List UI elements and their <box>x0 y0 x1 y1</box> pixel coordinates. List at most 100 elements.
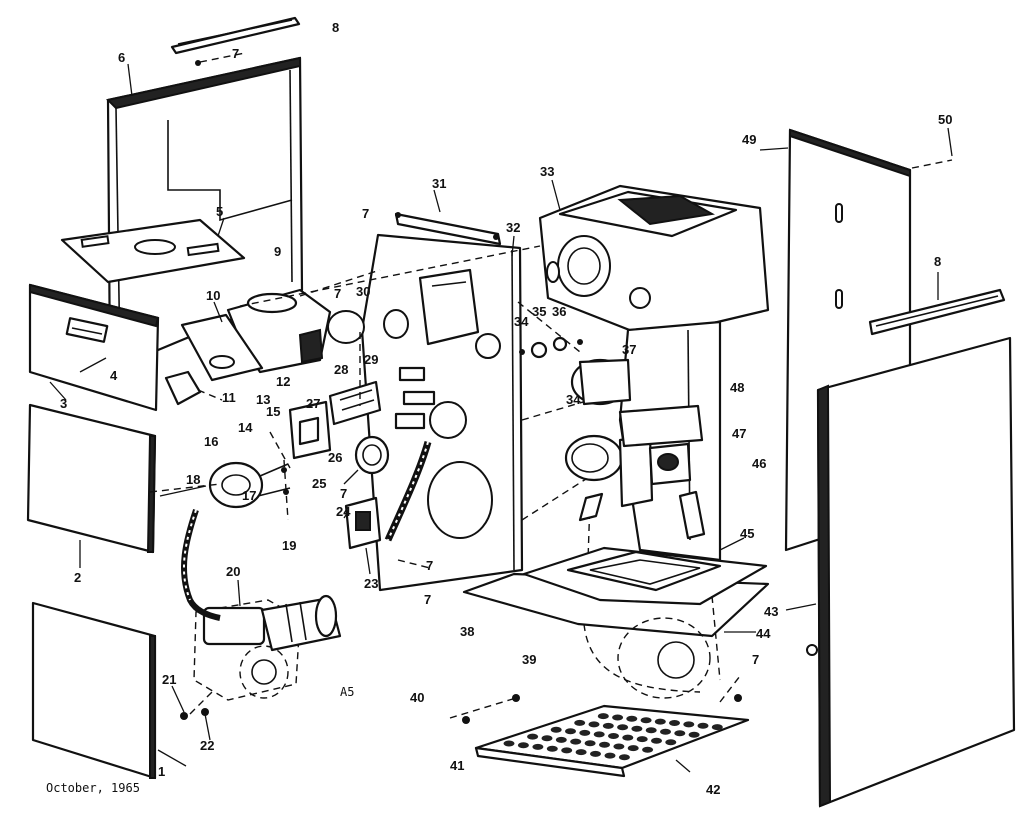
grate-hole <box>622 734 634 741</box>
callout-19: 19 <box>282 538 296 553</box>
callout-49: 49 <box>742 132 756 147</box>
callout-9: 9 <box>274 244 281 259</box>
callout-40: 40 <box>410 690 424 705</box>
fan-switch-block <box>164 370 223 406</box>
grate-hole <box>660 728 671 735</box>
grate-hole <box>642 746 654 753</box>
mounting-plate <box>60 218 246 284</box>
callout-7-a: 7 <box>362 206 369 221</box>
callout-7-b: 7 <box>334 286 341 301</box>
callout-46: 46 <box>752 456 766 471</box>
electrical-outlet-box <box>344 496 382 550</box>
burner-swivel-brackets <box>578 490 706 540</box>
grate-hole <box>550 726 562 733</box>
callout-45: 45 <box>740 526 754 541</box>
grate-hole <box>604 752 616 759</box>
callout-1: 1 <box>158 764 165 779</box>
callout-6: 6 <box>118 50 125 65</box>
callout-13: 13 <box>256 392 270 407</box>
grate-hole <box>631 725 643 732</box>
callout-22: 22 <box>200 738 214 753</box>
callout-7-f: 7 <box>752 652 759 667</box>
grate-hole <box>517 742 529 749</box>
callout-11: 11 <box>222 390 236 405</box>
grate-hole <box>541 735 553 742</box>
rear-rail <box>868 288 1006 336</box>
callout-7-c: 7 <box>340 486 347 501</box>
grate-hole <box>645 727 657 734</box>
grate-hole <box>561 747 573 754</box>
flexible-conduit <box>384 441 432 542</box>
callout-3: 3 <box>60 396 67 411</box>
callout-50: 50 <box>938 112 952 127</box>
grate-hole <box>636 736 648 743</box>
grate-hole <box>617 724 629 731</box>
callout-10: 10 <box>206 288 220 303</box>
heat-exchanger-drum <box>538 184 770 340</box>
callout-20: 20 <box>226 564 240 579</box>
callout-38: 38 <box>460 624 474 639</box>
grate-hole <box>570 738 582 745</box>
flue-collar-base <box>522 546 768 606</box>
callout-24: 24 <box>336 504 351 519</box>
callout-leader-lines <box>49 63 953 773</box>
assembly-guide-lines <box>149 245 691 569</box>
callout-30: 30 <box>356 284 370 299</box>
callout-39: 39 <box>522 652 536 667</box>
grate-hole <box>565 728 576 735</box>
grate-hole <box>532 743 544 750</box>
grate-hole <box>640 717 652 724</box>
front-middle-panel <box>26 403 157 554</box>
panel-top-rail <box>394 212 502 246</box>
grate-hole <box>602 722 614 729</box>
callout-34-upper: 34 <box>514 314 529 329</box>
grate-hole <box>674 730 686 737</box>
grate-hole <box>618 754 630 761</box>
right-side-panel <box>806 336 1016 808</box>
diagram-date: October, 1965 <box>46 781 140 795</box>
callout-44: 44 <box>756 626 771 641</box>
grate-screws <box>449 675 742 724</box>
callout-27: 27 <box>306 396 320 411</box>
callout-25: 25 <box>312 476 326 491</box>
grate-hole <box>627 745 639 752</box>
grate-hole <box>579 729 591 736</box>
control-bracket <box>180 313 264 382</box>
callout-29: 29 <box>364 352 378 367</box>
grate-hole <box>574 719 586 726</box>
top-screw <box>195 52 246 66</box>
limit-control-housing <box>226 288 332 374</box>
grate-hole <box>555 736 567 743</box>
callout-48: 48 <box>730 380 744 395</box>
callout-8-right: 8 <box>934 254 941 269</box>
grate-hole <box>683 721 695 728</box>
callout-33: 33 <box>540 164 554 179</box>
junction-box <box>288 400 332 460</box>
callout-43: 43 <box>764 604 778 619</box>
grate-hole <box>597 713 609 720</box>
callout-17: 17 <box>242 488 256 503</box>
grate-hole <box>590 750 601 757</box>
callout-7-d: 7 <box>426 558 433 573</box>
callout-15: 15 <box>266 404 280 419</box>
callout-8-top: 8 <box>332 20 339 35</box>
observation-door-gasket <box>354 435 390 475</box>
burner-mount-screws <box>180 689 215 720</box>
callout-34-lower: 34 <box>566 392 581 407</box>
callout-16: 16 <box>204 434 218 449</box>
callout-2: 2 <box>74 570 81 585</box>
callout-23: 23 <box>364 576 378 591</box>
callout-36: 36 <box>552 304 566 319</box>
grate-hole <box>599 741 610 748</box>
grate-hole <box>626 715 638 722</box>
callout-18: 18 <box>186 472 200 487</box>
top-trim-strip <box>170 16 301 55</box>
grate-hole <box>503 740 515 747</box>
inspection-cover <box>327 309 409 344</box>
callout-26: 26 <box>328 450 342 465</box>
callout-4: 4 <box>110 368 118 383</box>
grate-hole <box>697 722 709 729</box>
callout-32: 32 <box>506 220 520 235</box>
